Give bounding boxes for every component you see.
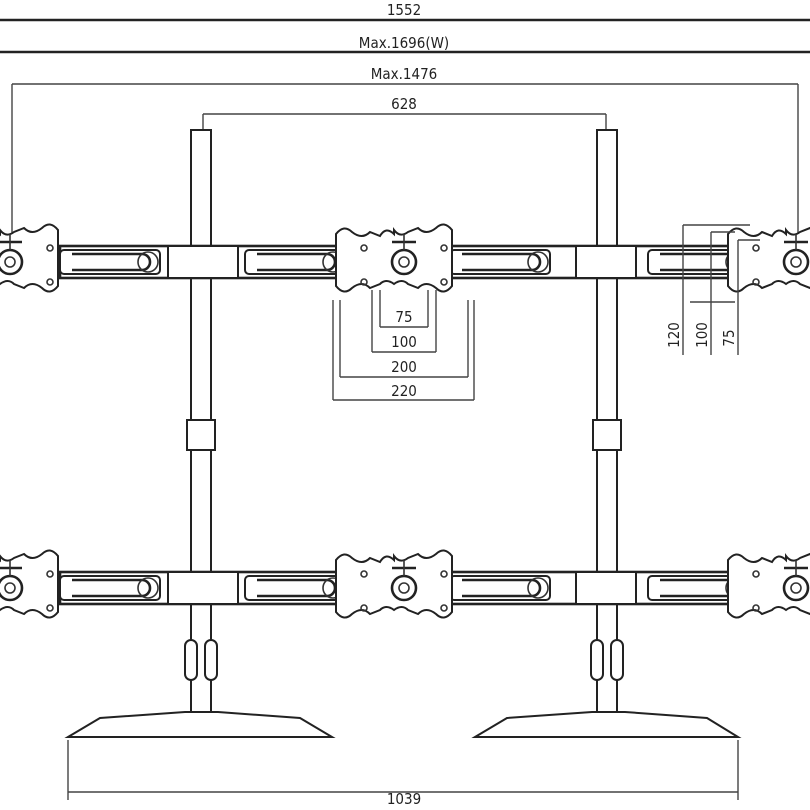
svg-text:75: 75	[720, 329, 738, 346]
svg-text:200: 200	[391, 358, 417, 376]
dimension-base-span: 1039	[67, 740, 739, 808]
dimension-total-width: 1552	[0, 1, 810, 22]
dimension-max-span: Max.1476	[11, 65, 799, 240]
dimension-vesa-vertical: 120 100 75	[665, 224, 760, 355]
lower-arm-row	[0, 550, 810, 617]
dimension-pole-spacing: 628	[202, 95, 607, 130]
dimension-vesa-horizontal: 75 100 200 220	[332, 290, 475, 401]
svg-text:220: 220	[391, 382, 417, 400]
svg-text:75: 75	[395, 308, 412, 326]
upper-arm-row	[0, 224, 810, 291]
left-pole	[184, 129, 218, 716]
svg-text:628: 628	[391, 95, 417, 113]
svg-text:Max.1696(W): Max.1696(W)	[359, 34, 449, 52]
right-base	[471, 711, 742, 738]
left-base	[64, 711, 336, 738]
svg-text:100: 100	[693, 322, 711, 348]
right-pole	[590, 129, 624, 716]
svg-text:Max.1476: Max.1476	[371, 65, 438, 83]
svg-text:1039: 1039	[387, 790, 421, 808]
svg-text:100: 100	[391, 333, 417, 351]
svg-text:1552: 1552	[387, 1, 421, 19]
svg-text:120: 120	[665, 322, 683, 348]
dimension-max-width: Max.1696(W)	[0, 34, 810, 54]
